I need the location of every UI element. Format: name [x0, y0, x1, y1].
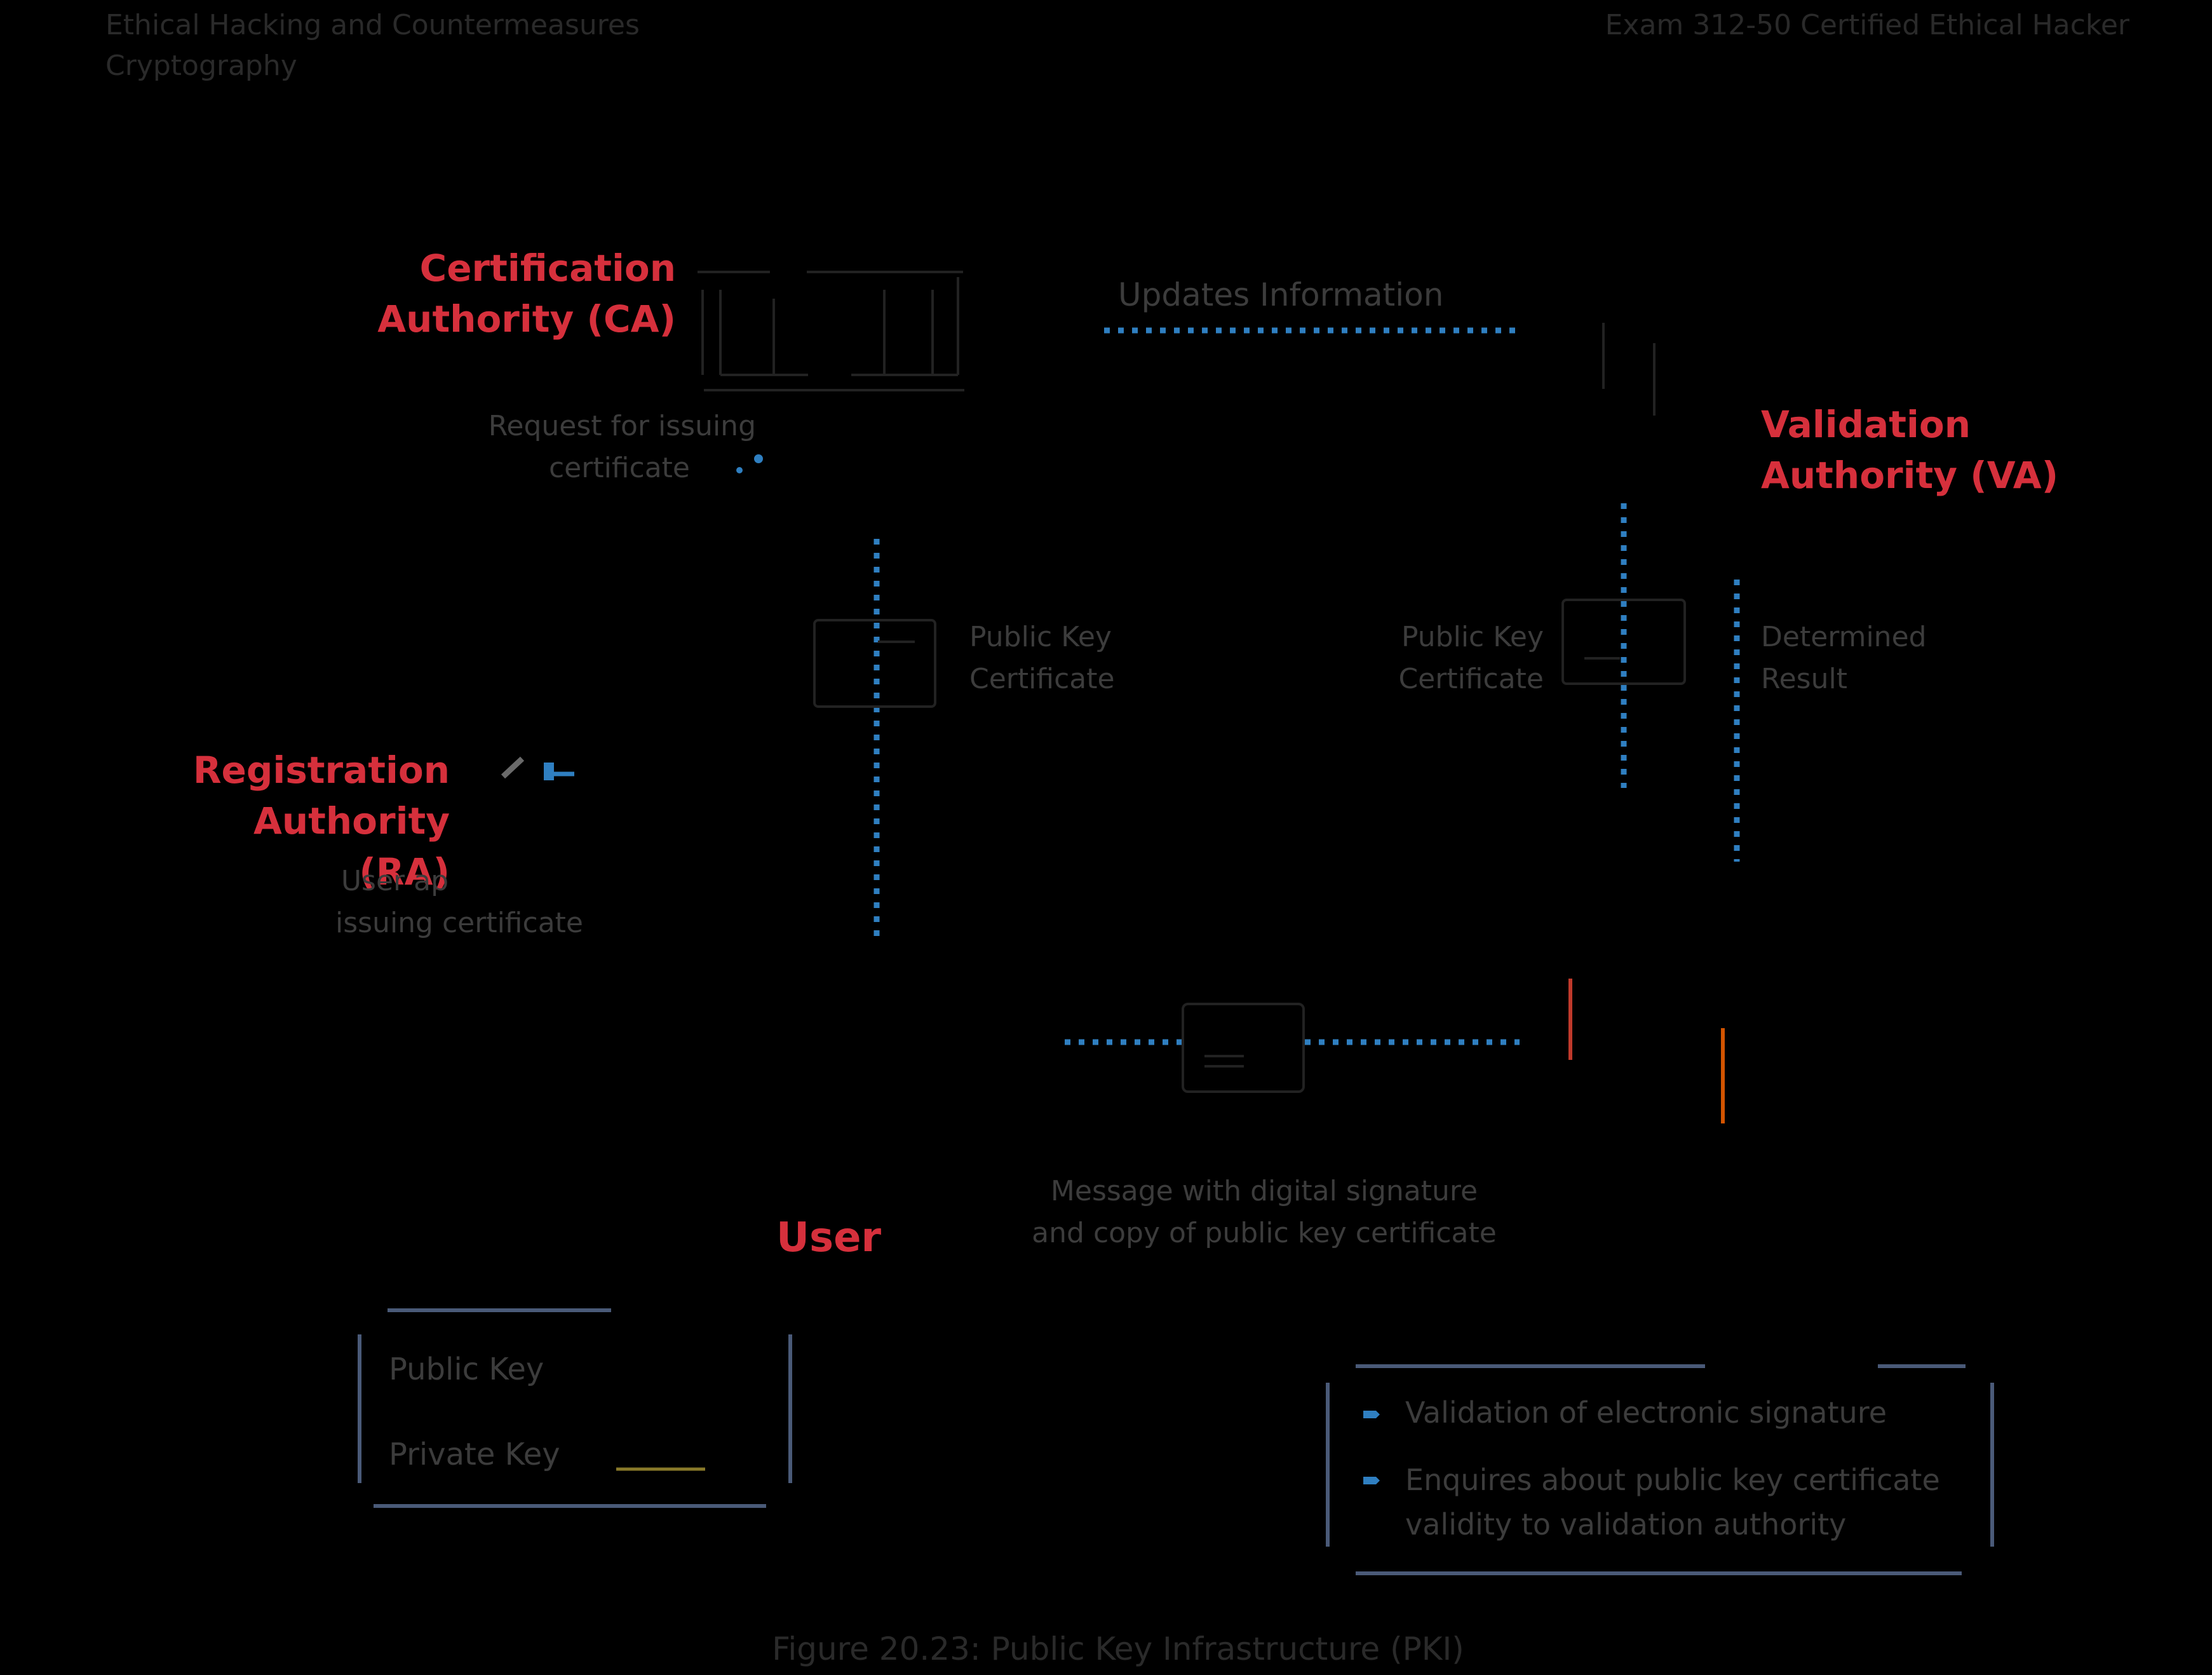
steps-legend-box — [1326, 1364, 1994, 1575]
request-label-line2: certificate — [548, 452, 690, 484]
ca-server-icon — [698, 271, 964, 391]
header-left-subtitle: Cryptography — [105, 50, 297, 82]
pkc-right-label-line2: Certificate — [1398, 663, 1544, 695]
ra-pen-icon — [501, 756, 574, 780]
bullet-arrow-icon — [1363, 1411, 1380, 1418]
bullet-arrow-icon — [1363, 1477, 1380, 1484]
pkc-left-document-icon — [813, 619, 936, 708]
legend-step-1: Validation of electronic signature — [1405, 1395, 1887, 1430]
pkc-left-label-line1: Public Key — [969, 621, 1112, 653]
request-arrow-tip — [736, 467, 743, 473]
header-left-title: Ethical Hacking and Countermeasures — [105, 9, 640, 41]
legend-step-2-line1: Enquires about public key certificate — [1405, 1463, 1940, 1497]
pkc-right-document-icon — [1561, 599, 1686, 685]
ca-label-line2: Authority (CA) — [377, 297, 676, 341]
pkc-right-label-line1: Public Key — [1401, 621, 1544, 653]
va-label-line2: Authority (VA) — [1761, 454, 2059, 497]
bullet-arrows — [1363, 1411, 1380, 1484]
user-apply-label-line2: issuing certificate — [335, 907, 583, 939]
header-right-title: Exam 312-50 Certified Ethical Hacker — [1605, 9, 2129, 41]
user-label: User — [776, 1214, 882, 1261]
va-server-icon — [1602, 323, 1656, 416]
message-label-line2: and copy of public key certificate — [1032, 1217, 1497, 1249]
legend-private-key: Private Key — [389, 1437, 560, 1472]
message-label-line1: Message with digital signature — [1050, 1175, 1478, 1207]
ra-label-line1: Registration — [192, 749, 450, 792]
determined-label-line1: Determined — [1761, 621, 1927, 653]
va-label-line1: Validation — [1761, 403, 1971, 446]
legend-step-2-line2: validity to validation authority — [1405, 1507, 1847, 1542]
pkc-left-label-line2: Certificate — [969, 663, 1115, 695]
ra-label-line2: Authority (RA) — [253, 799, 450, 893]
updates-information-label: Updates Information — [1118, 276, 1444, 313]
legend-public-key: Public Key — [389, 1352, 544, 1387]
determined-label-line2: Result — [1761, 663, 1847, 695]
key-legend-box — [358, 1308, 792, 1508]
figure-caption: Figure 20.23: Public Key Infrastructure … — [772, 1631, 1464, 1667]
message-document-icon — [1182, 1003, 1305, 1093]
request-label-line1: Request for issuing — [488, 410, 756, 442]
user-apply-label-line1: User ap — [341, 865, 448, 897]
request-arrow-head — [754, 454, 763, 463]
ca-label-line1: Certification — [419, 247, 676, 290]
